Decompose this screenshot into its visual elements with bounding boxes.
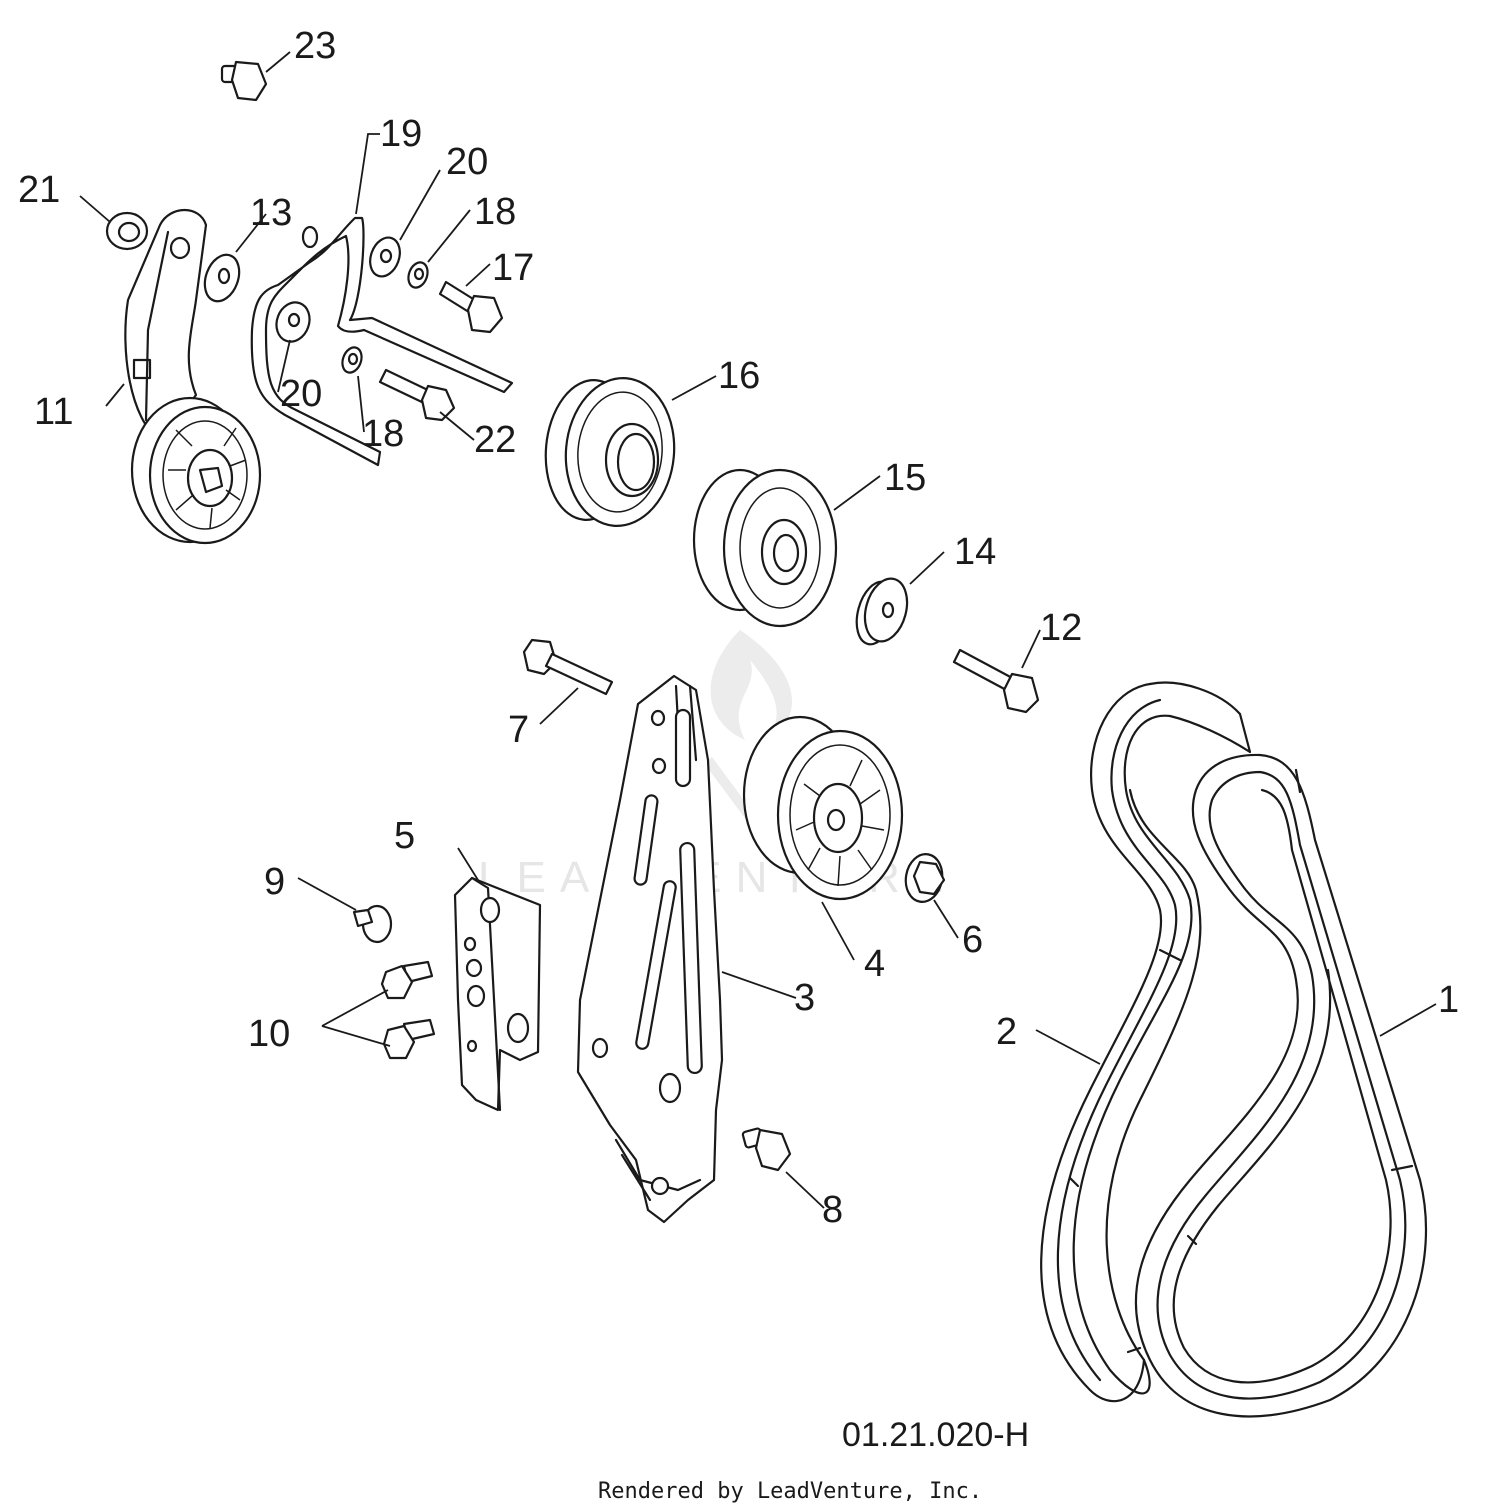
bolt-9	[352, 904, 393, 944]
callout-16: 16	[718, 355, 760, 397]
bolt-12	[952, 648, 1040, 714]
callout-7: 7	[508, 709, 529, 751]
callout-3: 3	[794, 977, 815, 1019]
belt-2	[1040, 681, 1252, 1403]
callout-15: 15	[884, 457, 926, 499]
bracket-3	[576, 674, 724, 1224]
bracket-plate-5	[453, 876, 542, 1112]
callout-10: 10	[248, 1013, 290, 1055]
bolt-7	[522, 638, 614, 696]
callout-8: 8	[822, 1189, 843, 1231]
bolt-8	[741, 1127, 792, 1172]
callout-14: 14	[954, 531, 996, 573]
lock-washer-18a	[407, 261, 429, 289]
spacer-14	[855, 577, 909, 646]
callout-23: 23	[294, 25, 336, 67]
callout-17: 17	[492, 247, 534, 289]
pulley-16	[544, 377, 676, 527]
callout-18b: 18	[362, 413, 404, 455]
callout-21: 21	[18, 169, 60, 211]
washer-20a	[369, 236, 401, 278]
belt-1	[1134, 753, 1428, 1418]
nut-6	[904, 853, 946, 903]
credit-line: Rendered by LeadVenture, Inc.	[598, 1479, 982, 1504]
idler-pulley-4	[742, 715, 904, 901]
idler-arm-11	[124, 209, 262, 545]
callout-6: 6	[962, 919, 983, 961]
callout-1: 1	[1438, 979, 1459, 1021]
pulley-15	[692, 468, 838, 628]
nut-21	[105, 211, 149, 251]
callout-18a: 18	[474, 191, 516, 233]
callout-20b: 20	[280, 373, 322, 415]
bolt-10b	[382, 1018, 436, 1060]
callout-2: 2	[996, 1011, 1017, 1053]
callout-11: 11	[34, 391, 73, 433]
callout-13: 13	[250, 192, 292, 234]
washer-13	[203, 253, 241, 303]
callout-20a: 20	[446, 141, 488, 183]
washer-20b	[275, 301, 311, 343]
callout-4: 4	[864, 943, 885, 985]
bolt-10a	[380, 960, 434, 1000]
callout-22: 22	[474, 419, 516, 461]
callouts: 23 21 13 19 20 18 17 11 20 18 22 16 15 1…	[18, 25, 1459, 1231]
callout-12: 12	[1040, 607, 1082, 649]
rod-19	[250, 216, 514, 467]
diagram-code: 01.21.020-H	[842, 1416, 1029, 1454]
callout-19: 19	[380, 113, 422, 155]
leader-lines	[79, 51, 1437, 1209]
callout-9: 9	[264, 861, 285, 903]
bolt-22	[378, 368, 456, 422]
callout-5: 5	[394, 815, 415, 857]
bolt-17	[438, 280, 504, 334]
bolt-23	[220, 60, 268, 102]
lock-washer-18b	[341, 346, 363, 374]
